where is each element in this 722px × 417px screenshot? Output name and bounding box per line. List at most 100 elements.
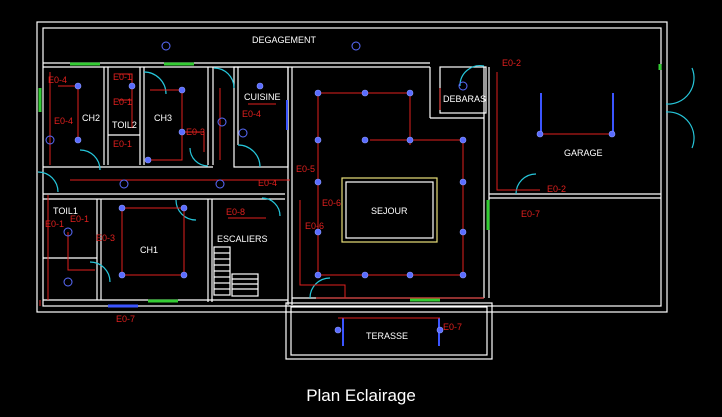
room-sejour: SEJOUR [371, 206, 408, 216]
junction-box [215, 179, 225, 189]
door-swing [459, 65, 485, 87]
sejour-table [341, 177, 438, 243]
door-swing [515, 173, 537, 195]
room-labels: DEGAGEMENT CH2 TOIL2 CH3 CUISINE DEBARAS… [53, 35, 603, 341]
light-point [361, 271, 369, 279]
light-point [314, 136, 322, 144]
circuit-label: E0-5 [296, 164, 315, 174]
light-point [608, 130, 616, 138]
light-point [180, 204, 188, 212]
junction-box [45, 135, 55, 145]
light-point [459, 136, 467, 144]
light-point [314, 271, 322, 279]
junction-box [351, 41, 361, 51]
terasse-wall [285, 302, 493, 360]
light-point [459, 178, 467, 186]
terasse-wall-inner [290, 306, 488, 356]
lighting-wiring [39, 72, 612, 319]
junction-box [119, 179, 129, 189]
door-swing [665, 67, 695, 105]
room-degagement: DEGAGEMENT [252, 35, 317, 45]
circuit-label: E0-3 [96, 233, 115, 243]
room-toil1: TOIL1 [53, 206, 78, 216]
junction-boxes [45, 41, 468, 287]
garage-openings [286, 93, 614, 346]
room-escaliers: ESCALIERS [217, 234, 268, 244]
circuit-label: E0-8 [226, 207, 245, 217]
room-ch3: CH3 [154, 113, 172, 123]
light-point [459, 228, 467, 236]
light-point [436, 326, 444, 334]
door-swing [143, 71, 167, 95]
circuit-label: E0-1 [113, 97, 132, 107]
circuit-label: E0-7 [443, 322, 462, 332]
light-point [406, 271, 414, 279]
outer-wall-main [36, 21, 668, 313]
doors [37, 65, 695, 299]
room-cuisine: CUISINE [244, 92, 281, 102]
circuit-label: E0-4 [48, 75, 67, 85]
wire [58, 85, 79, 140]
light-point [314, 178, 322, 186]
plan-title: Plan Eclairage [306, 386, 416, 405]
light-point [361, 136, 369, 144]
door-swing [309, 277, 331, 299]
light-point [334, 326, 342, 334]
room-terasse: TERASSE [366, 331, 408, 341]
light-point [314, 89, 322, 97]
junction-box [217, 117, 227, 127]
windows [38, 62, 662, 308]
light-point [459, 271, 467, 279]
light-point [180, 271, 188, 279]
circuit-label: E0-1 [113, 139, 132, 149]
wire [121, 207, 185, 276]
junction-box [63, 277, 73, 287]
light-point [406, 136, 414, 144]
light-point [118, 271, 126, 279]
circuit-label: E0-2 [502, 58, 521, 68]
light-point [178, 86, 186, 94]
circuit-label: E0-7 [116, 314, 135, 324]
light-point [178, 128, 186, 136]
circuit-label: E0-4 [242, 109, 261, 119]
circuit-label: E0-4 [54, 116, 73, 126]
junction-box [63, 227, 73, 237]
door-swing [89, 261, 111, 283]
light-point [128, 82, 136, 90]
light-point [406, 89, 414, 97]
door-swing [213, 67, 235, 89]
circuit-label: E0-1 [113, 72, 132, 82]
door-swing [237, 144, 261, 168]
sejour-table-inner [345, 181, 434, 239]
circuit-label: E0-6 [322, 198, 341, 208]
light-fixtures [74, 82, 616, 334]
wire [317, 93, 464, 276]
wire [182, 131, 205, 152]
circuit-label: E0-6 [305, 221, 324, 231]
wire [118, 73, 133, 128]
light-point [256, 82, 264, 90]
door-swing [37, 171, 59, 193]
circuit-label: E0-1 [45, 219, 64, 229]
stair-landing [231, 273, 259, 297]
light-point [144, 156, 152, 164]
room-ch1: CH1 [140, 245, 158, 255]
door-swing [665, 111, 695, 149]
room-garage: GARAGE [564, 148, 603, 158]
light-point [74, 136, 82, 144]
wire [150, 89, 183, 161]
light-point [74, 82, 82, 90]
junction-box [161, 41, 171, 51]
room-toil2: TOIL2 [112, 120, 137, 130]
circuit-label: E0-2 [547, 184, 566, 194]
room-debaras: DEBARAS [443, 94, 486, 104]
circuit-label: E0-4 [258, 178, 277, 188]
light-point [361, 89, 369, 97]
circuit-labels: E0-4 E0-1 E0-4 E0-1 E0-1 E0-3 E0-4 E0-2 … [45, 58, 566, 332]
light-point [536, 130, 544, 138]
wire [67, 232, 95, 271]
light-point [314, 228, 322, 236]
junction-box [458, 81, 468, 91]
door-swing [189, 147, 209, 167]
